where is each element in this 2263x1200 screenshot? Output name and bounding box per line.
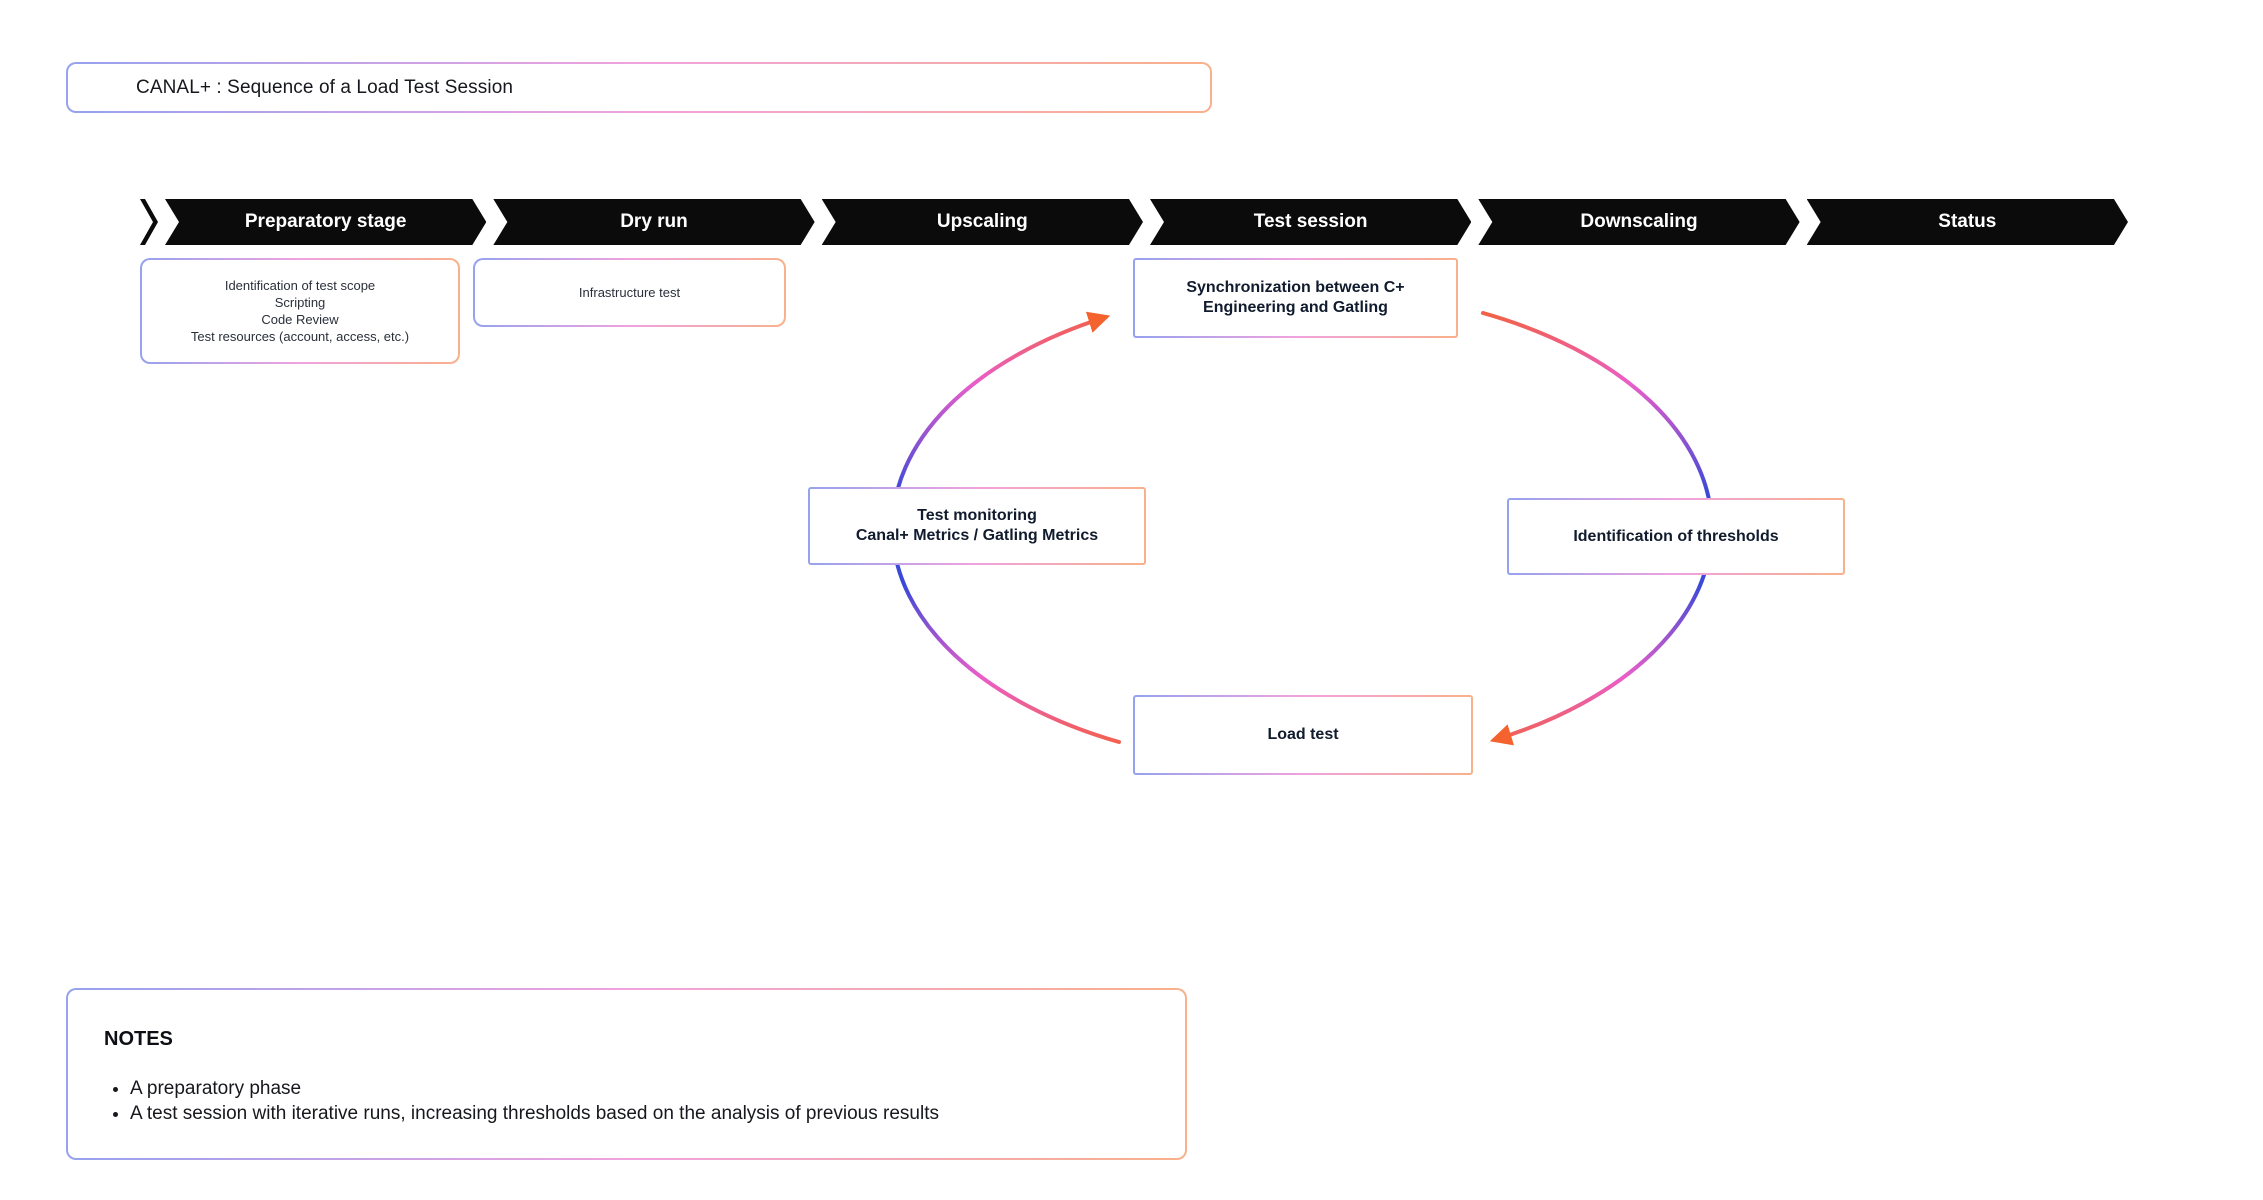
stage-test-session: Test session (1150, 199, 1471, 245)
cycle-box-identification-thresholds: Identification of thresholds (1507, 498, 1845, 575)
cycle-line: Synchronization between C+ (1186, 279, 1405, 296)
stage-label: Status (1938, 211, 1997, 232)
stage-preparatory: Preparatory stage (165, 199, 486, 245)
detail-line: Infrastructure test (578, 285, 681, 300)
detail-line: Identification of test scope (224, 278, 376, 293)
note-item: A preparatory phase (130, 1076, 939, 1101)
detail-line: Scripting (274, 295, 326, 310)
cycle-line: Load test (1267, 726, 1339, 743)
stage-label: Dry run (620, 211, 688, 232)
stage-label: Upscaling (936, 211, 1028, 232)
stage-upscaling: Upscaling (822, 199, 1143, 245)
cycle-box-load-test: Load test (1133, 695, 1473, 775)
detail-line: Code Review (261, 312, 339, 327)
title-box: CANAL+ : Sequence of a Load Test Session (66, 62, 1212, 113)
note-item: A test session with iterative runs, incr… (130, 1101, 939, 1126)
cycle-line: Engineering and Gatling (1203, 299, 1388, 316)
cycle-line: Identification of thresholds (1573, 527, 1779, 545)
dry-run-details-box: Infrastructure test (473, 258, 786, 327)
notes-heading: NOTES (104, 1028, 173, 1050)
detail-line: Test resources (account, access, etc.) (190, 329, 410, 344)
cycle-box-synchronization: Synchronization between C+ Engineering a… (1133, 258, 1458, 338)
notes-list: A preparatory phase A test session with … (104, 1076, 939, 1126)
page-title: CANAL+ : Sequence of a Load Test Session (136, 76, 514, 98)
banner-start-chevron-icon (140, 199, 158, 245)
stage-banner: Preparatory stage Dry run Upscaling Test… (140, 199, 2128, 245)
stage-label: Test session (1253, 211, 1368, 232)
stage-dry-run: Dry run (493, 199, 814, 245)
stage-label: Downscaling (1580, 211, 1698, 232)
notes-box: NOTES A preparatory phase A test session… (66, 988, 1187, 1160)
cycle-box-test-monitoring: Test monitoring Canal+ Metrics / Gatling… (808, 487, 1146, 565)
stage-downscaling: Downscaling (1478, 199, 1799, 245)
cycle-line: Canal+ Metrics / Gatling Metrics (855, 527, 1099, 544)
cycle-line: Test monitoring (917, 507, 1037, 524)
stage-label: Preparatory stage (244, 211, 407, 232)
stage-status: Status (1807, 199, 2128, 245)
preparatory-details-box: Identification of test scope Scripting C… (140, 258, 460, 364)
